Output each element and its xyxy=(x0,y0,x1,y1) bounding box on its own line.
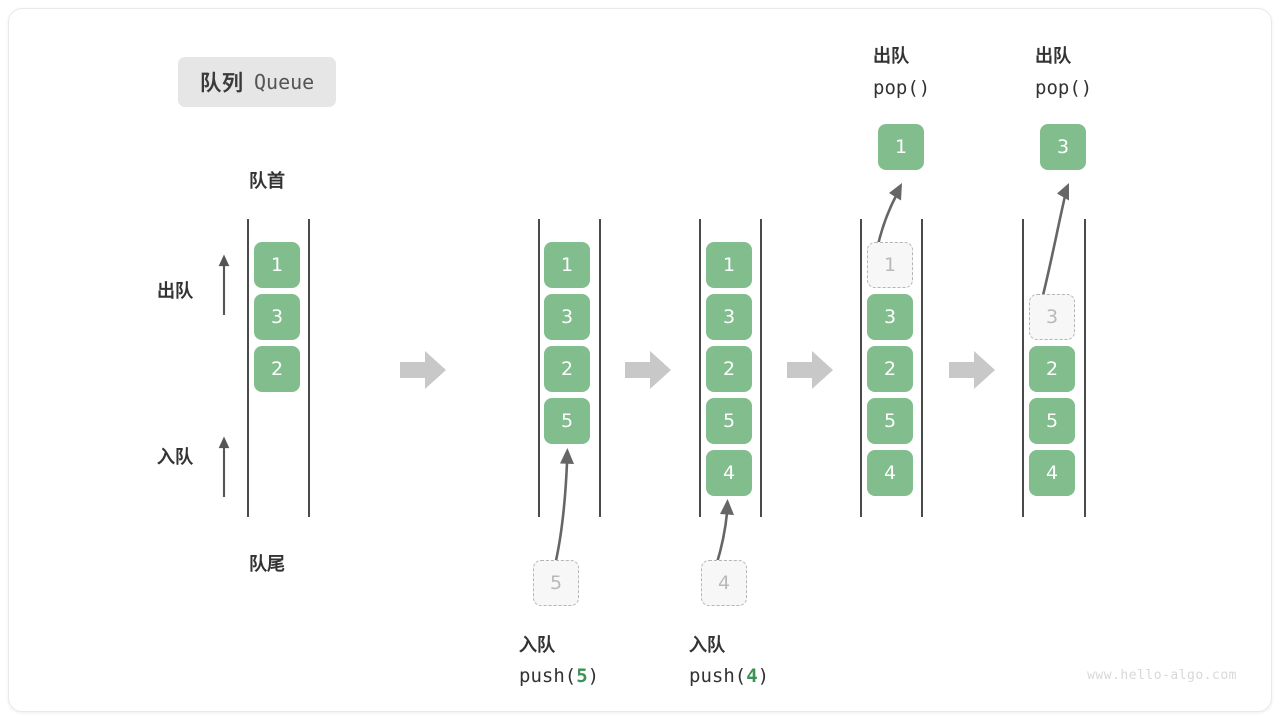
queue-element: 2 xyxy=(867,346,913,392)
queue-element: 2 xyxy=(544,346,590,392)
queue-element: 4 xyxy=(706,450,752,496)
op-code-suffix: ) xyxy=(587,665,600,687)
queue-element: 1 xyxy=(254,242,300,288)
enqueue-label: 入队 xyxy=(157,447,193,468)
queue-rail-left-5 xyxy=(1022,219,1024,517)
incoming-element: 5 xyxy=(533,560,579,606)
step-op-code: push(4) xyxy=(689,665,769,687)
dequeue-motion-arrow xyxy=(1039,183,1069,304)
queue-element: 5 xyxy=(706,398,752,444)
diagram-card: 队列 Queue 队首 队尾 出队 入队 1 3 2 1 3 2 5 5 入队 … xyxy=(8,8,1272,712)
front-label: 队首 xyxy=(249,171,285,192)
queue-element: 5 xyxy=(867,398,913,444)
op-code-arg: 4 xyxy=(746,665,758,687)
step-op-code: push(5) xyxy=(519,665,599,687)
outgoing-element: 1 xyxy=(878,124,924,170)
queue-rail-left-3 xyxy=(699,219,701,517)
queue-rail-right-3 xyxy=(760,219,762,517)
op-code-arg: 5 xyxy=(576,665,588,687)
queue-element: 4 xyxy=(1029,450,1075,496)
queue-element: 1 xyxy=(867,242,913,288)
rear-label: 队尾 xyxy=(249,554,285,575)
queue-element: 4 xyxy=(867,450,913,496)
incoming-element: 4 xyxy=(701,560,747,606)
queue-rail-left-1 xyxy=(247,219,249,517)
step-op-code: pop() xyxy=(873,77,931,99)
step-op-code: pop() xyxy=(1035,77,1093,99)
queue-element: 2 xyxy=(254,346,300,392)
title-en: Queue xyxy=(254,70,315,94)
diagram-title-badge: 队列 Queue xyxy=(178,57,337,107)
queue-element: 1 xyxy=(706,242,752,288)
queue-rail-left-4 xyxy=(860,219,862,517)
queue-element: 2 xyxy=(1029,346,1075,392)
queue-element: 2 xyxy=(706,346,752,392)
step-op-label: 入队 xyxy=(689,635,725,656)
queue-element: 1 xyxy=(544,242,590,288)
queue-rail-right-1 xyxy=(308,219,310,517)
title-cn: 队列 xyxy=(200,72,244,95)
queue-element: 3 xyxy=(544,294,590,340)
op-code-prefix: push( xyxy=(519,665,577,687)
dequeue-direction-arrow xyxy=(218,254,230,315)
step-op-label: 出队 xyxy=(1035,46,1071,67)
enqueue-motion-arrow xyxy=(714,499,734,567)
queue-element: 3 xyxy=(706,294,752,340)
queue-element: 5 xyxy=(544,398,590,444)
op-code-prefix: push( xyxy=(689,665,747,687)
queue-element: 5 xyxy=(1029,398,1075,444)
op-code-suffix: ) xyxy=(757,665,770,687)
enqueue-direction-arrow xyxy=(218,436,230,497)
step-op-label: 出队 xyxy=(873,46,909,67)
step-op-label: 入队 xyxy=(519,635,555,656)
queue-element: 3 xyxy=(1029,294,1075,340)
queue-rail-right-2 xyxy=(599,219,601,517)
step-arrow-icon xyxy=(949,351,995,389)
step-arrow-icon xyxy=(625,351,671,389)
queue-rail-right-4 xyxy=(921,219,923,517)
dequeue-label: 出队 xyxy=(157,281,193,302)
watermark: www.hello-algo.com xyxy=(1087,668,1237,683)
queue-element: 3 xyxy=(867,294,913,340)
step-arrow-icon xyxy=(400,351,446,389)
outgoing-element: 3 xyxy=(1040,124,1086,170)
queue-rail-left-2 xyxy=(538,219,540,517)
dequeue-motion-arrow xyxy=(875,183,902,250)
queue-rail-right-5 xyxy=(1084,219,1086,517)
queue-element: 3 xyxy=(254,294,300,340)
enqueue-motion-arrow xyxy=(553,448,574,566)
step-arrow-icon xyxy=(787,351,833,389)
